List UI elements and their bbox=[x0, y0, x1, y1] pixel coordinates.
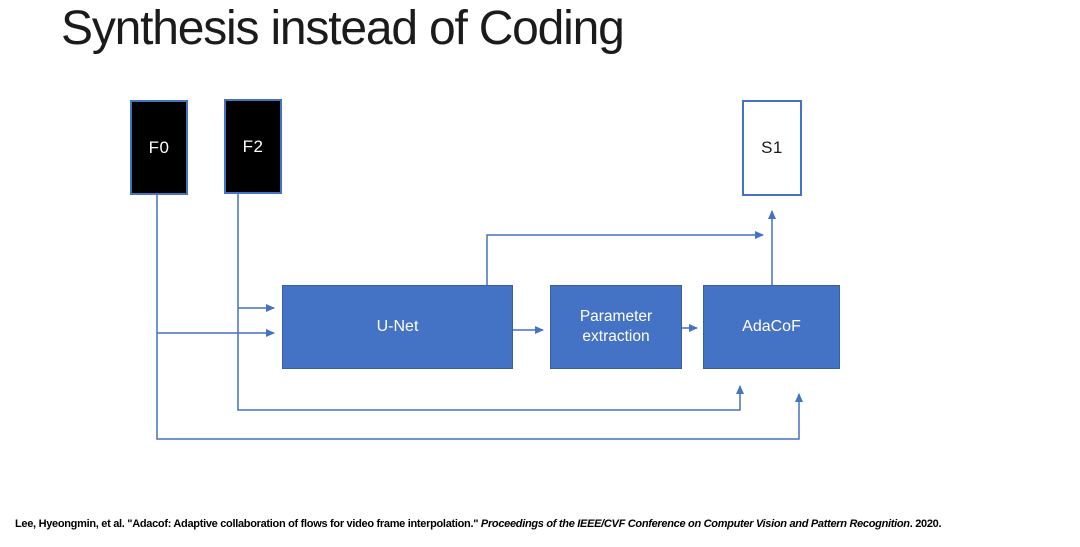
input-frame-f2-box: F2 bbox=[224, 99, 282, 194]
parameter-extraction-label: Parameter extraction bbox=[579, 307, 653, 345]
parameter-extraction-process-box: Parameter extraction bbox=[550, 285, 682, 369]
input-frame-f2-label: F2 bbox=[242, 136, 264, 156]
connector-unet-to-s1 bbox=[486, 231, 764, 285]
unet-process-box: U-Net bbox=[282, 285, 513, 369]
citation-footer: Lee, Hyeongmin, et al. "Adacof: Adaptive… bbox=[15, 518, 1075, 530]
output-frame-s1-box: S1 bbox=[742, 100, 802, 196]
citation-year: . 2020. bbox=[909, 518, 942, 530]
citation-venue: Proceedings of the IEEE/CVF Conference o… bbox=[480, 518, 910, 530]
slide-title: Synthesis instead of Coding bbox=[61, 2, 625, 55]
citation-authors-title: Lee, Hyeongmin, et al. "Adacof: Adaptive… bbox=[15, 518, 481, 530]
adacof-label: AdaCoF bbox=[742, 318, 801, 335]
input-frame-f0-label: F0 bbox=[148, 137, 170, 157]
adacof-process-box: AdaCoF bbox=[703, 285, 840, 369]
output-frame-s1-label: S1 bbox=[761, 138, 783, 157]
input-frame-f0-box: F0 bbox=[130, 100, 188, 195]
unet-label: U-Net bbox=[376, 318, 419, 335]
